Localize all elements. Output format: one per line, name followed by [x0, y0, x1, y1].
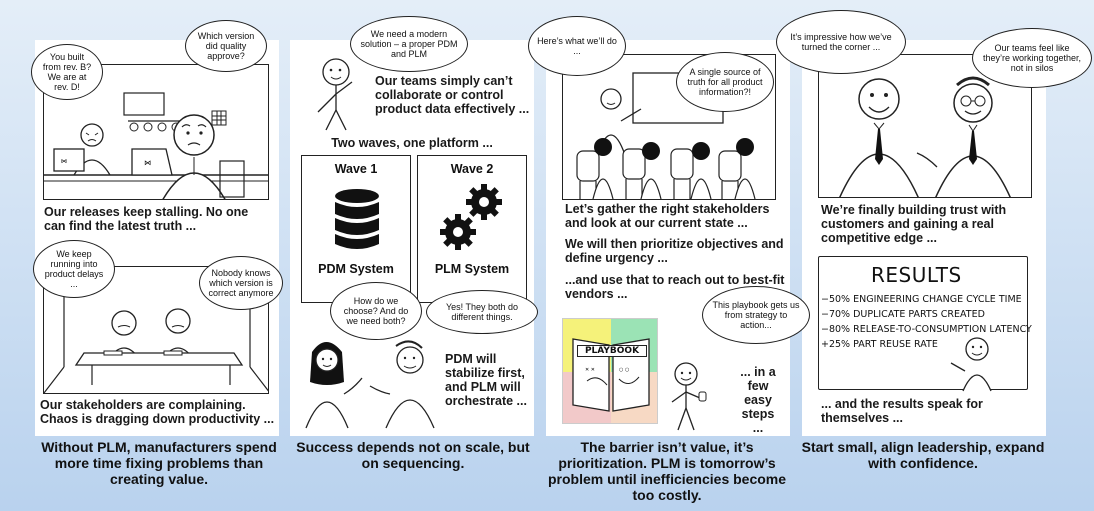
playbook-label: PLAYBOOK — [577, 345, 647, 357]
wave-2-card: Wave 2 — [417, 155, 527, 303]
speech-bubble-nobody-knows: Nobody knows which version is correct an… — [199, 256, 283, 310]
scene-office-stalling: ⋈ ⋈ — [43, 64, 269, 200]
wave-1-label: PDM System — [318, 262, 394, 276]
speech-bubble-heres-what: Here’s what we’ll do ... — [528, 16, 626, 76]
results-item: −80% RELEASE-TO-CONSUMPTION LATENCY — [821, 324, 1032, 335]
caption-building-trust: We’re finally building trust with custom… — [821, 203, 1007, 245]
two-businessmen-illustration — [839, 76, 1011, 197]
caption-cant-collaborate: Our teams simply can’t collaborate or co… — [375, 74, 530, 116]
database-icon — [335, 189, 379, 249]
wave-1-card: Wave 1 PDM System — [301, 155, 411, 303]
speech-bubble-yes-both: Yes! They both do different things. — [426, 290, 538, 334]
results-title: RESULTS — [871, 263, 962, 287]
bubble-text: A single source of truth for all product… — [687, 67, 763, 97]
playbook-icon: ✕ ✕ ○ ○ — [572, 338, 650, 412]
bubble-text: Yes! They both do different things. — [445, 302, 519, 322]
results-item: −50% ENGINEERING CHANGE CYCLE TIME — [821, 294, 1022, 305]
panel-3: Here’s what we’ll do ... A single source… — [528, 16, 810, 436]
svg-text:⋈: ⋈ — [144, 159, 151, 167]
bubble-text: Here’s what we’ll do ... — [537, 36, 617, 56]
bubble-text: This playbook gets us from strategy to a… — [712, 300, 800, 330]
gears-icon — [440, 184, 502, 250]
speech-bubble-quality: Which version did quality approve? — [185, 20, 267, 72]
pointing-person-illustration — [950, 337, 992, 392]
caption-gather-stakeholders: Let’s gather the right stakeholders and … — [565, 202, 770, 230]
wave-2-label: PLM System — [434, 262, 510, 276]
panel-4: It’s impressive how we’ve turned the cor… — [776, 10, 1092, 436]
speech-bubble-playbook: This playbook gets us from strategy to a… — [702, 286, 810, 344]
speech-bubble-how-choose: How do we choose? And do we need both? — [330, 282, 422, 340]
bubble-text: It’s impressive how we’ve turned the cor… — [790, 32, 892, 52]
speech-bubble-delays: We keep running into product delays ... — [33, 240, 115, 298]
caption-stakeholders-complaining: Our stakeholders are complaining. Chaos … — [40, 398, 275, 426]
thumbs-up-person-illustration — [671, 362, 707, 431]
speech-bubble-single-source: A single source of truth for all product… — [676, 52, 774, 112]
bubble-text: We keep running into product delays ... — [44, 249, 104, 289]
speech-bubble-need-solution: We need a modern solution – a proper PDM… — [350, 16, 468, 72]
panel-1: ⋈ ⋈ You built from rev. B? We are at rev… — [31, 20, 283, 436]
bubble-text: How do we choose? And do we need both? — [343, 296, 409, 326]
office-illustration: ⋈ ⋈ — [44, 92, 268, 199]
bubble-text: Our teams feel like they’re working toge… — [982, 43, 1082, 73]
results-item: +25% PART REUSE RATE — [821, 339, 938, 350]
results-board: RESULTS −50% ENGINEERING CHANGE CYCLE TI… — [818, 256, 1032, 392]
speech-bubble-rev: You built from rev. B? We are at rev. D! — [31, 44, 103, 100]
bubble-text: We need a modern solution – a proper PDM… — [360, 29, 458, 59]
footer-panel-1: Without PLM, manufacturers spend more ti… — [41, 439, 277, 487]
wave-2-title: Wave 2 — [450, 162, 494, 176]
two-people-discussing-illustration — [305, 340, 435, 429]
bubble-text: You built from rev. B? We are at rev. D! — [42, 52, 92, 92]
footer-panel-2: Success depends not on scale, but on seq… — [296, 439, 530, 471]
caption-prioritize-objectives: We will then prioritize objectives and d… — [565, 237, 784, 265]
panel-2: We need a modern solution – a proper PDM… — [290, 16, 538, 436]
svg-text:○ ○: ○ ○ — [619, 367, 629, 373]
caption-easy-steps: ... in a few easy steps ... — [740, 365, 776, 435]
playbook-board: ✕ ✕ ○ ○ PLAYBOOK — [562, 318, 658, 424]
thinking-person-illustration — [317, 58, 353, 131]
footer-panel-3: The barrier isn’t value, it’s prioritiza… — [547, 439, 787, 503]
caption-reach-vendors: ...and use that to reach out to best-fit… — [565, 273, 785, 301]
wave-1-title: Wave 1 — [334, 162, 378, 176]
results-item: −70% DUPLICATE PARTS CREATED — [821, 309, 985, 320]
svg-text:⋈: ⋈ — [61, 158, 67, 165]
speech-bubble-impressive: It’s impressive how we’ve turned the cor… — [776, 10, 906, 74]
caption-releases-stalling: Our releases keep stalling. No one can f… — [44, 205, 249, 233]
speech-bubble-teams-together: Our teams feel like they’re working toge… — [972, 28, 1092, 88]
caption-results-speak: ... and the results speak for themselves… — [821, 397, 983, 425]
bubble-text: Which version did quality approve? — [197, 31, 255, 61]
svg-text:✕ ✕: ✕ ✕ — [585, 367, 595, 373]
caption-two-waves: Two waves, one platform ... — [331, 136, 493, 150]
bubble-text: Nobody knows which version is correct an… — [208, 268, 274, 298]
caption-pdm-stabilize: PDM will stabilize first, and PLM will o… — [445, 352, 527, 408]
footer-panel-4: Start small, align leadership, expand wi… — [801, 439, 1045, 471]
